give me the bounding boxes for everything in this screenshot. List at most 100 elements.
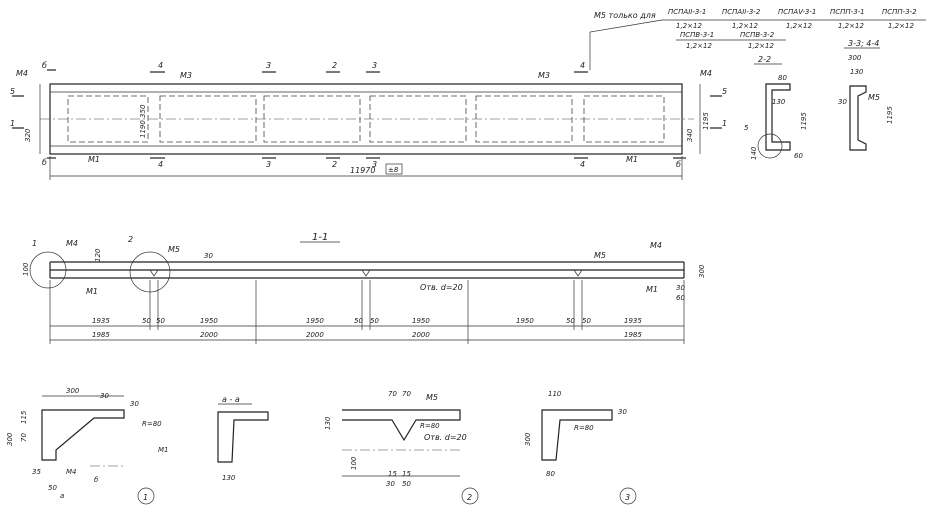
svg-text:1: 1 [722, 119, 727, 128]
svg-text:Отв. d=20: Отв. d=20 [420, 283, 463, 292]
cut-markers: б б 4 4 3 3 2 2 3 3 4 4 б 5 1 5 1 [10, 61, 727, 169]
svg-text:70: 70 [402, 390, 411, 398]
note-brand-5: ПСПП-3-2 [882, 8, 917, 16]
plan-m1-left: М1 [88, 155, 100, 164]
svg-text:340: 340 [686, 128, 694, 142]
svg-text:М5: М5 [594, 251, 606, 260]
svg-text:5: 5 [744, 124, 749, 132]
svg-text:50: 50 [142, 317, 151, 325]
overall-length: 11970 [350, 166, 375, 175]
svg-text:3: 3 [266, 61, 271, 70]
svg-text:5: 5 [722, 87, 727, 96]
svg-text:М4: М4 [66, 239, 78, 248]
svg-text:3: 3 [372, 160, 377, 169]
svg-text:50: 50 [566, 317, 575, 325]
svg-text:б: б [94, 476, 99, 484]
svg-text:4: 4 [158, 61, 163, 70]
svg-text:М5: М5 [168, 245, 180, 254]
note-brand-3: ПСПАV-3-1 [778, 8, 816, 16]
note-size-7: 1,2×12 [748, 42, 774, 50]
svg-text:300: 300 [698, 264, 706, 278]
svg-text:50: 50 [370, 317, 379, 325]
detail-2: 70 70 М5 130 R=80 Отв. d=20 100 15 15 30… [324, 390, 479, 505]
svg-text:300: 300 [66, 387, 80, 395]
section-3-3-4-4: 3-3; 4-4 300 130 1195 30 М5 [838, 39, 894, 151]
note-size-2: 1,2×12 [732, 22, 758, 30]
svg-text:2000: 2000 [200, 331, 218, 339]
svg-text:1985: 1985 [92, 331, 110, 339]
svg-text:300: 300 [6, 432, 14, 446]
svg-text:50: 50 [48, 484, 57, 492]
svg-text:50: 50 [582, 317, 591, 325]
callout-circle-1 [29, 251, 67, 289]
svg-text:б: б [42, 158, 47, 167]
svg-text:б: б [676, 160, 681, 169]
svg-text:35: 35 [32, 468, 41, 476]
svg-text:2: 2 [128, 235, 133, 244]
svg-text:3: 3 [266, 160, 271, 169]
note-brand-1: ПСПАII-3-1 [668, 8, 706, 16]
svg-text:300: 300 [848, 54, 862, 62]
plan-view: б б 4 4 3 3 2 2 3 3 4 4 б 5 1 5 1 М4 М3 … [10, 61, 727, 180]
svg-text:R=80: R=80 [420, 422, 440, 430]
svg-text:1950: 1950 [412, 317, 430, 325]
svg-text:130: 130 [222, 474, 236, 482]
svg-text:70: 70 [388, 390, 397, 398]
svg-text:5: 5 [10, 87, 15, 96]
m5-note-text: М5 только для [594, 11, 656, 20]
note-brand-4: ПСПП-3-1 [830, 8, 865, 16]
svg-text:М4: М4 [650, 241, 662, 250]
svg-text:2000: 2000 [412, 331, 430, 339]
svg-text:3: 3 [372, 61, 377, 70]
svg-text:30: 30 [386, 480, 395, 488]
section-2-2: 2-2 80 130 1195 140 60 5 [744, 55, 808, 160]
svg-text:1195: 1195 [886, 106, 894, 124]
svg-text:140: 140 [750, 146, 758, 160]
svg-text:М5: М5 [426, 393, 438, 402]
svg-text:60: 60 [794, 152, 803, 160]
section-2-2-title: 2-2 [758, 55, 771, 64]
svg-text:2000: 2000 [306, 331, 324, 339]
plan-m4-left: М4 [16, 69, 28, 78]
svg-text:320: 320 [24, 128, 32, 142]
svg-text:Отв. d=20: Отв. d=20 [424, 433, 467, 442]
svg-text:30: 30 [100, 392, 109, 400]
svg-text:1950: 1950 [306, 317, 324, 325]
detail-3-callout [619, 487, 637, 505]
svg-text:R=80: R=80 [142, 420, 162, 428]
svg-text:М5: М5 [868, 93, 880, 102]
detail-1: 300 30 30 115 70 300 35 50 М4 а R=80 М1 … [6, 387, 169, 505]
tolerance-box [385, 163, 403, 175]
svg-text:50: 50 [156, 317, 165, 325]
plan-m3-left: М3 [180, 71, 192, 80]
svg-text:80: 80 [546, 470, 555, 478]
svg-text:130: 130 [772, 98, 786, 106]
svg-text:2: 2 [332, 61, 337, 70]
svg-text:120: 120 [94, 248, 102, 262]
svg-text:15: 15 [402, 470, 411, 478]
section-aa-title: а - а [222, 395, 240, 404]
detail-3: 110 30 R=80 300 80 3 [524, 390, 637, 505]
note-brand-7: ПСПВ-3-2 [740, 31, 775, 39]
svg-text:а: а [60, 492, 64, 500]
svg-text:60: 60 [676, 294, 685, 302]
svg-text:М1: М1 [86, 287, 98, 296]
svg-text:б: б [42, 61, 47, 70]
svg-text:4: 4 [580, 61, 585, 70]
svg-text:3: 3 [625, 493, 630, 502]
svg-text:80: 80 [778, 74, 787, 82]
svg-text:130: 130 [324, 416, 332, 430]
plan-m3-right: М3 [538, 71, 550, 80]
svg-text:2: 2 [332, 160, 337, 169]
svg-text:1195: 1195 [702, 112, 710, 130]
svg-text:±8: ±8 [388, 166, 399, 174]
svg-text:130: 130 [850, 68, 864, 76]
svg-text:30: 30 [204, 252, 213, 260]
svg-text:115: 115 [20, 410, 28, 424]
svg-text:50: 50 [354, 317, 363, 325]
plan-m1-right: М1 [626, 155, 638, 164]
section-1-1: 1-1 1 2 М4 М5 М4 М5 М1 М1 Отв. d=20 100 … [22, 232, 706, 344]
note-size-4: 1,2×12 [838, 22, 864, 30]
svg-text:2: 2 [467, 493, 472, 502]
svg-text:R=80: R=80 [574, 424, 594, 432]
